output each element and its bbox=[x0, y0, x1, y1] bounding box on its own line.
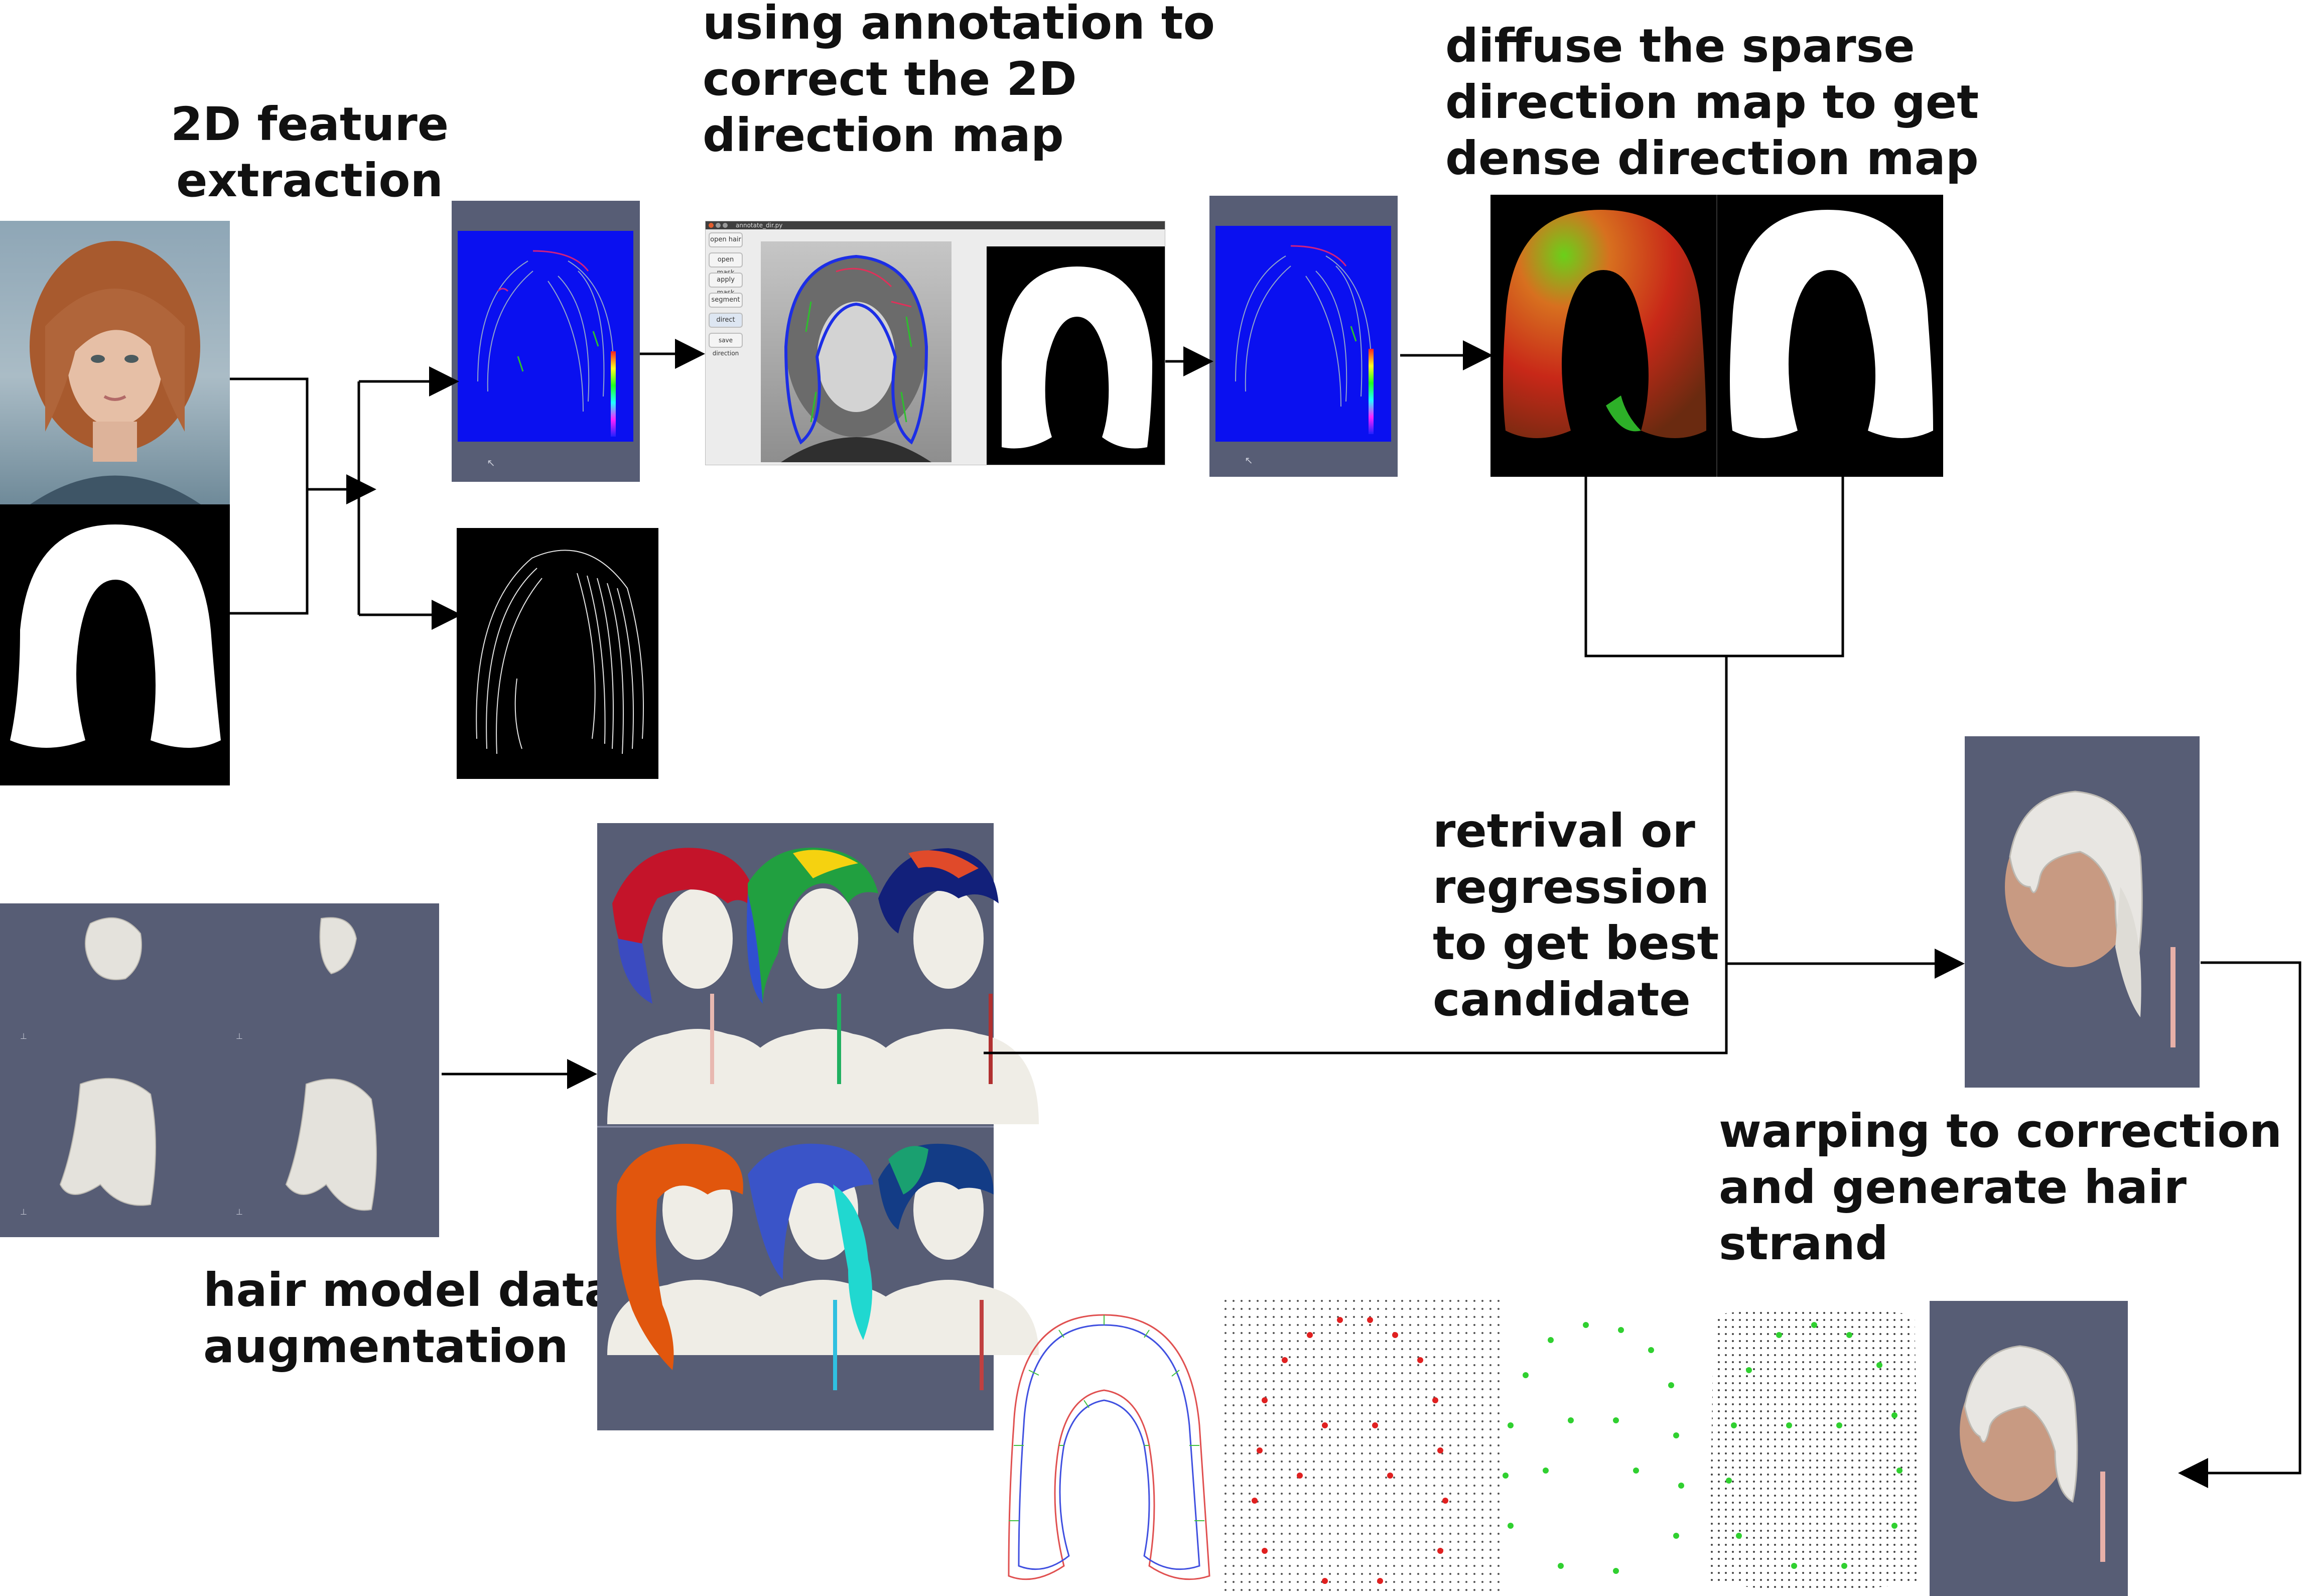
sparse-direction-canvas bbox=[458, 231, 633, 442]
mask-contour-correspondence bbox=[999, 1295, 1219, 1596]
dense-direction-map bbox=[1490, 195, 1716, 477]
green-correspondence-points bbox=[1485, 1305, 1706, 1591]
label-warping: warping to correction and generate hair … bbox=[1719, 1104, 2282, 1270]
final-hair-result bbox=[1930, 1301, 2128, 1596]
label-augmentation: hair model data augmentation bbox=[203, 1263, 616, 1373]
bust-row-bottom bbox=[607, 1143, 1039, 1390]
dense-map-mask bbox=[1716, 195, 1943, 477]
corrected-direction-map-panel: ↖ bbox=[1209, 196, 1398, 477]
annotation-window-title: annotate_dir.py bbox=[736, 222, 783, 229]
direct-button[interactable]: direct bbox=[709, 313, 743, 328]
label-annotation: using annotation to correct the 2D direc… bbox=[703, 0, 1215, 162]
input-hair-mask bbox=[0, 504, 230, 785]
sparse-strokes bbox=[477, 250, 614, 412]
corrected-direction-canvas bbox=[1215, 226, 1391, 442]
augmented-hair-models bbox=[597, 823, 1039, 1430]
annotation-mask-preview bbox=[987, 246, 1165, 465]
label-retrieval: retrival or regression to get best candi… bbox=[1433, 804, 1719, 1026]
window-close-icon[interactable] bbox=[709, 223, 714, 228]
apply-mask-button[interactable]: apply mask bbox=[709, 273, 743, 297]
open-mask-button[interactable]: open mask bbox=[709, 252, 743, 277]
bust-row-top bbox=[607, 847, 1039, 1124]
edge-map-panel bbox=[457, 528, 658, 779]
annotation-tool-window: annotate_dir.py open hair open mask appl… bbox=[705, 221, 1165, 465]
corrected-strokes bbox=[1235, 245, 1372, 407]
colorbar bbox=[1369, 349, 1374, 434]
label-feature-extraction: 2D feature extraction bbox=[171, 97, 449, 207]
portrait-illustration bbox=[30, 241, 201, 504]
warped-grid bbox=[1704, 1305, 1925, 1591]
colorbar bbox=[611, 351, 616, 437]
window-maximize-icon[interactable] bbox=[723, 223, 728, 228]
annotated-photo bbox=[761, 241, 952, 462]
input-portrait-photo bbox=[0, 221, 230, 504]
retrieved-candidate bbox=[1965, 736, 2200, 1088]
grid-red-points bbox=[1225, 1300, 1506, 1596]
axes-triad-icon: ↖ bbox=[487, 457, 495, 469]
annotation-titlebar: annotate_dir.py bbox=[706, 221, 1165, 229]
segment-button[interactable]: segment bbox=[709, 293, 743, 308]
open-hair-button[interactable]: open hair bbox=[709, 232, 743, 247]
label-diffuse: diffuse the sparse direction map to get … bbox=[1445, 19, 1979, 185]
save-direction-button[interactable]: save direction bbox=[709, 333, 743, 357]
svg-text:⊥: ⊥ bbox=[20, 1031, 27, 1041]
svg-text:⊥: ⊥ bbox=[236, 1031, 243, 1041]
svg-text:⊥: ⊥ bbox=[20, 1207, 27, 1217]
hair-model-database: ⊥ ⊥ ⊥ ⊥ bbox=[0, 903, 439, 1237]
window-minimize-icon[interactable] bbox=[716, 223, 721, 228]
axes-triad-icon: ↖ bbox=[1245, 454, 1253, 466]
svg-text:⊥: ⊥ bbox=[236, 1207, 243, 1217]
sparse-direction-map-panel: ↖ bbox=[452, 201, 640, 482]
